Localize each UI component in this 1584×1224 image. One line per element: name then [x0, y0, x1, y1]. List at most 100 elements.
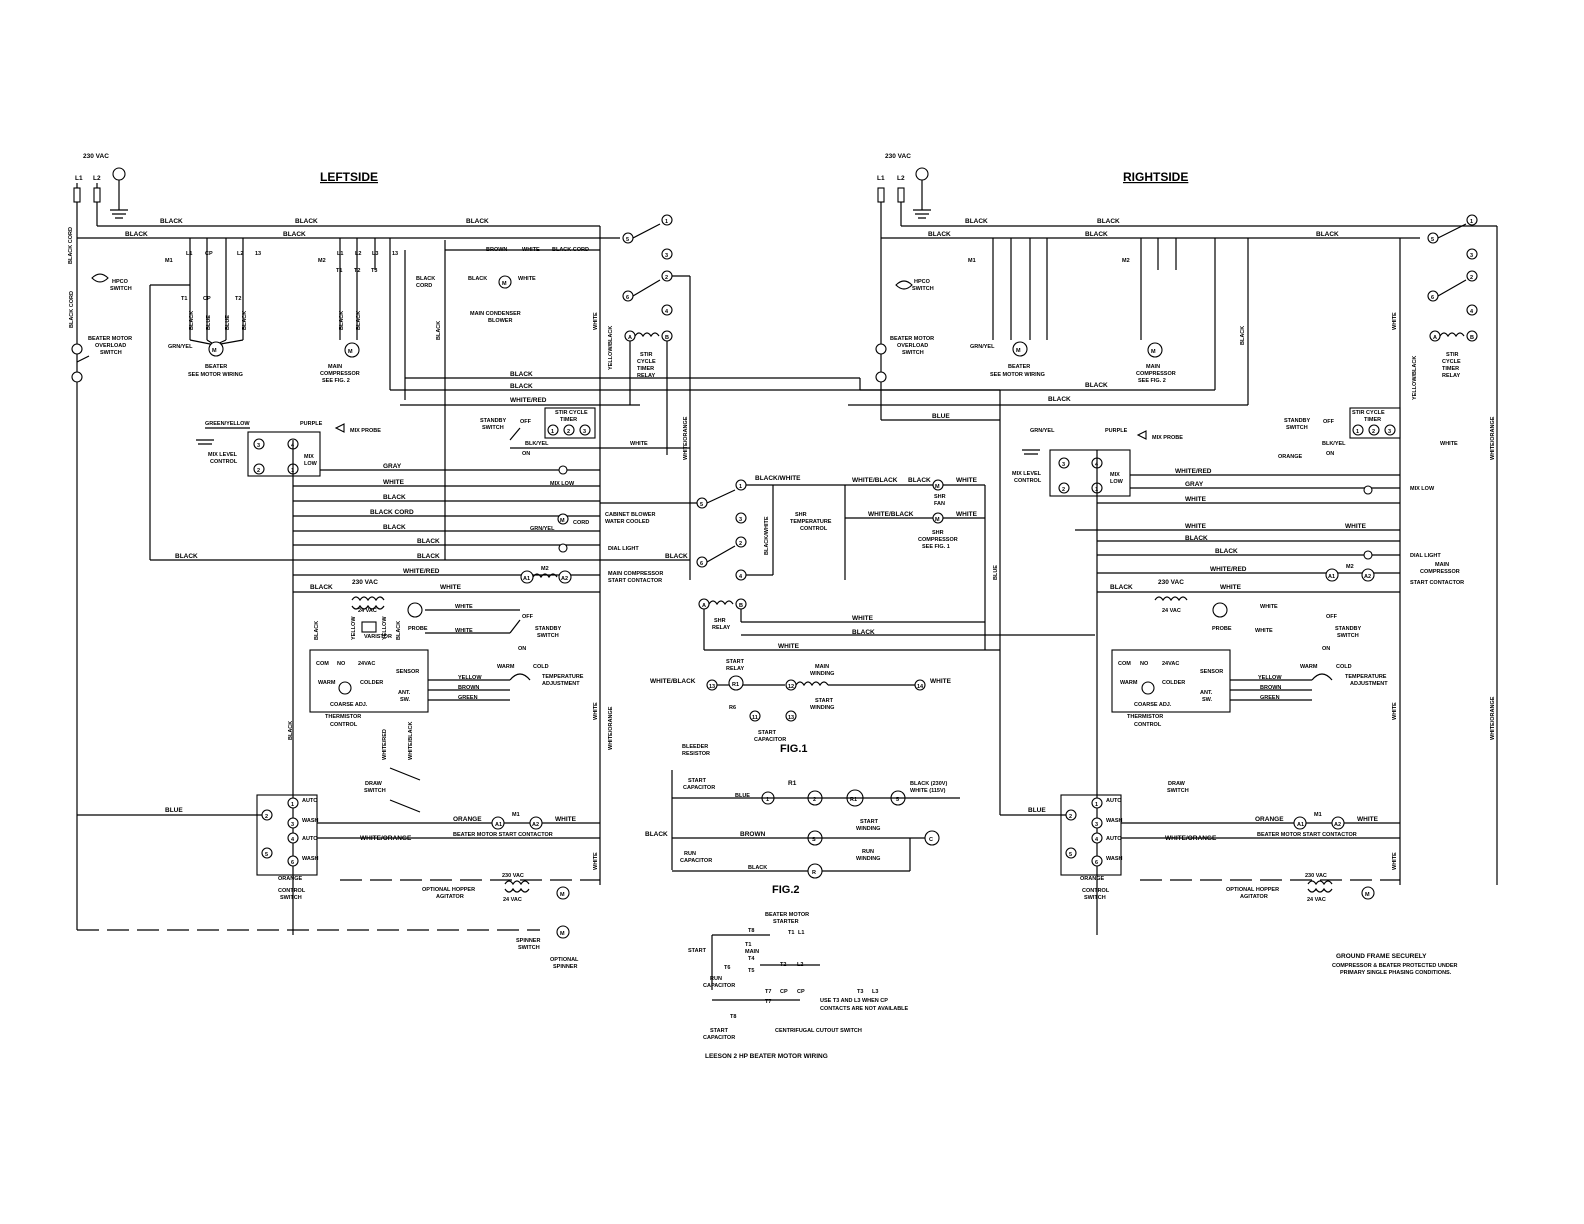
right-thermistor-control	[1111, 649, 1231, 713]
left-l2-fuse	[93, 187, 101, 203]
svg-text:COMPRESSOR: COMPRESSOR	[1420, 569, 1460, 575]
svg-text:M: M	[1151, 349, 1156, 355]
rightside-title: RIGHTSIDE	[1123, 170, 1188, 184]
svg-text:START: START	[688, 948, 707, 954]
svg-text:BLACK: BLACK	[1048, 396, 1071, 403]
svg-text:CYCLE: CYCLE	[1442, 359, 1461, 365]
svg-text:ANT.: ANT.	[1200, 690, 1213, 696]
svg-text:FIG.2: FIG.2	[772, 884, 800, 896]
svg-text:MAIN COMPRESSOR: MAIN COMPRESSOR	[608, 571, 663, 577]
svg-text:TIMER: TIMER	[560, 417, 577, 423]
svg-text:SPINNER: SPINNER	[553, 964, 577, 970]
svg-text:CP: CP	[797, 989, 805, 995]
svg-text:24 VAC: 24 VAC	[1307, 897, 1326, 903]
left-l2-label: L2	[93, 175, 101, 182]
fig1-wiring: WHITE/BLACK 13 R1 START RELAY 12 MAIN WI…	[650, 659, 952, 755]
svg-text:3: 3	[1095, 822, 1098, 828]
svg-text:AUTO: AUTO	[302, 798, 318, 804]
svg-text:BROWN: BROWN	[740, 831, 766, 838]
svg-text:BLUE: BLUE	[1028, 807, 1046, 814]
svg-text:USE T3 AND L3 WHEN CP: USE T3 AND L3 WHEN CP	[820, 998, 888, 1004]
svg-text:M: M	[348, 349, 353, 355]
left-terminal-95	[71, 343, 83, 355]
svg-text:L2: L2	[897, 175, 905, 182]
svg-text:2: 2	[567, 429, 570, 435]
svg-text:A2: A2	[561, 576, 568, 582]
svg-text:PRIMARY SINGLE PHASING CONDITI: PRIMARY SINGLE PHASING CONDITIONS.	[1340, 970, 1452, 976]
svg-text:MAIN: MAIN	[328, 364, 342, 370]
svg-text:GREEN: GREEN	[1260, 695, 1280, 701]
svg-text:A1: A1	[1328, 574, 1335, 580]
svg-text:SWITCH: SWITCH	[364, 788, 386, 794]
svg-text:230 VAC: 230 VAC	[1158, 579, 1184, 586]
svg-text:MIX: MIX	[304, 454, 314, 460]
svg-text:BLACK CORD: BLACK CORD	[370, 509, 414, 516]
svg-text:BLACK: BLACK	[383, 524, 406, 531]
svg-text:R1: R1	[732, 682, 739, 688]
svg-text:PROBE: PROBE	[408, 626, 428, 632]
svg-text:WINDING: WINDING	[810, 705, 834, 711]
svg-text:COM: COM	[316, 661, 329, 667]
svg-text:WHITE: WHITE	[778, 643, 800, 650]
svg-text:2: 2	[739, 541, 742, 547]
svg-text:WHITE/RED: WHITE/RED	[1175, 468, 1212, 475]
svg-text:M: M	[502, 281, 507, 287]
svg-text:WHITE/ORANGE: WHITE/ORANGE	[683, 416, 689, 460]
svg-text:WHITE: WHITE	[852, 615, 874, 622]
svg-text:BLACK: BLACK	[396, 621, 402, 640]
leftside-title: LEFTSIDE	[320, 170, 378, 184]
svg-text:SWITCH: SWITCH	[1286, 425, 1308, 431]
svg-text:2: 2	[1069, 814, 1072, 820]
svg-text:BLACK: BLACK	[175, 553, 198, 560]
svg-text:SHR: SHR	[934, 494, 946, 500]
left-hopper-motor-icon	[556, 886, 570, 900]
svg-text:11: 11	[752, 715, 758, 721]
svg-text:B: B	[739, 603, 743, 609]
svg-text:YELLOW: YELLOW	[382, 616, 388, 640]
right-control-switch	[1060, 794, 1122, 876]
svg-text:A2: A2	[1364, 574, 1371, 580]
right-dial-light-icon	[1363, 550, 1373, 560]
svg-text:WHITE: WHITE	[555, 816, 577, 823]
svg-text:BLACK: BLACK	[510, 371, 533, 378]
svg-text:WHITE: WHITE	[383, 479, 405, 486]
svg-text:GRN/YEL: GRN/YEL	[168, 344, 193, 350]
svg-text:BLUE: BLUE	[225, 315, 231, 330]
svg-text:GREEN: GREEN	[458, 695, 478, 701]
svg-text:M1: M1	[968, 258, 976, 264]
svg-text:4: 4	[665, 309, 669, 315]
svg-text:SWITCH: SWITCH	[1084, 895, 1106, 901]
svg-text:CONTROL: CONTROL	[330, 722, 358, 728]
svg-text:GRN/YEL: GRN/YEL	[970, 344, 995, 350]
svg-text:R: R	[812, 870, 816, 876]
svg-text:SWITCH: SWITCH	[110, 286, 132, 292]
svg-text:WHITE: WHITE	[1255, 628, 1273, 634]
svg-text:WHITE: WHITE	[930, 678, 952, 685]
svg-text:START: START	[758, 730, 777, 736]
svg-text:T8: T8	[748, 928, 754, 934]
svg-text:OVERLOAD: OVERLOAD	[897, 343, 928, 349]
svg-text:MAIN: MAIN	[745, 949, 759, 955]
svg-text:A2: A2	[532, 822, 539, 828]
leftside-diagram: 230 VAC LEFTSIDE L1 L2 BLACK BLACK BLACK…	[68, 153, 1000, 970]
svg-text:START: START	[688, 778, 707, 784]
svg-text:BLACK: BLACK	[339, 311, 345, 330]
svg-text:13: 13	[709, 684, 715, 690]
svg-text:T1: T1	[181, 296, 187, 302]
svg-text:STANDBY: STANDBY	[1335, 626, 1362, 632]
svg-text:WASH: WASH	[1106, 818, 1123, 824]
svg-text:BLACK: BLACK	[310, 584, 333, 591]
svg-text:LOW: LOW	[304, 461, 318, 467]
svg-text:M1: M1	[165, 258, 173, 264]
svg-text:OFF: OFF	[1323, 419, 1335, 425]
svg-text:2: 2	[1062, 487, 1065, 493]
svg-text:OPTIONAL: OPTIONAL	[550, 957, 579, 963]
hpco-label: HPCO	[112, 279, 129, 285]
svg-text:CENTRIFUGAL CUTOUT SWITCH: CENTRIFUGAL CUTOUT SWITCH	[775, 1028, 862, 1034]
svg-text:GREEN/YELLOW: GREEN/YELLOW	[205, 421, 250, 427]
svg-text:AUTO: AUTO	[1106, 836, 1122, 842]
svg-text:OFF: OFF	[1326, 614, 1338, 620]
svg-text:A1: A1	[495, 822, 502, 828]
svg-text:BLACK: BLACK	[748, 865, 767, 871]
svg-text:CONTROL: CONTROL	[1134, 722, 1162, 728]
